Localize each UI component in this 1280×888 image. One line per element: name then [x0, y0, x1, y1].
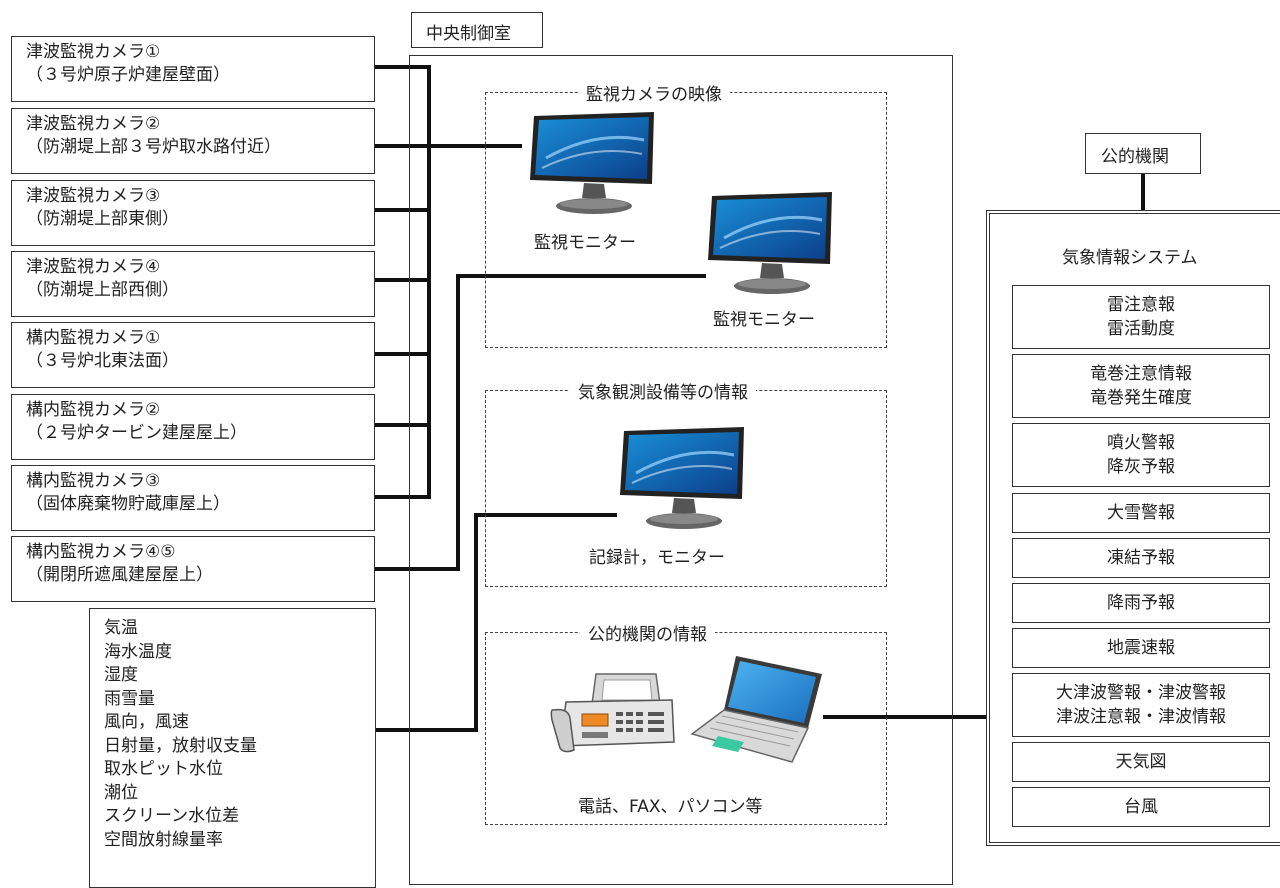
camera-location: （防潮堤上部東側）: [26, 209, 179, 229]
recorder-monitor-label: 記録計，モニター: [589, 548, 725, 568]
agency-title: 公的機関: [1101, 147, 1169, 167]
fax-icon: [550, 673, 675, 753]
weather-item: 風向，風速: [104, 712, 189, 732]
agency-item-line: 津波注意報・津波情報: [1056, 707, 1226, 727]
control-room-title: 中央制御室: [426, 24, 511, 44]
agency-info-item: 地震速報: [1012, 628, 1270, 668]
agency-info-item: 台風: [1012, 787, 1270, 827]
camera-name: 構内監視カメラ③: [26, 471, 161, 491]
agency-item-line: 雷注意報: [1107, 295, 1175, 315]
public-info-title: 公的機関の情報: [580, 620, 715, 645]
camera-box: 構内監視カメラ③ （固体廃棄物貯蔵庫屋上）: [11, 465, 375, 531]
camera-feed-section: 監視カメラの映像: [485, 80, 887, 348]
camera-location: （２号炉タービン建屋屋上）: [26, 423, 247, 443]
weather-system-box: [986, 210, 1280, 846]
weather-item: 雨雪量: [104, 688, 155, 709]
agency-title-box: 公的機関: [1085, 133, 1201, 174]
agency-item-line: 凍結予報: [1107, 548, 1175, 568]
weather-item: 潮位: [104, 782, 138, 803]
camera-location: （固体廃棄物貯蔵庫屋上）: [26, 494, 230, 514]
weather-item: 日射量，放射収支量: [104, 735, 257, 756]
camera-name: 津波監視カメラ①: [26, 42, 161, 62]
agency-item-line: 雷活動度: [1107, 319, 1175, 339]
camera-name: 構内監視カメラ②: [26, 400, 161, 420]
camera-box: 構内監視カメラ① （３号炉北東法面）: [11, 322, 375, 388]
camera-name: 津波監視カメラ②: [26, 114, 161, 134]
agency-item-line: 天気図: [1115, 752, 1167, 772]
monitor-icon: [530, 112, 654, 214]
camera-box: 津波監視カメラ③ （防潮堤上部東側）: [11, 180, 375, 246]
camera-box: 津波監視カメラ② （防潮堤上部３号炉取水路付近）: [11, 108, 375, 174]
agency-info-item: 降雨予報: [1012, 583, 1270, 623]
agency-item-line: 竜巻注意情報: [1090, 364, 1192, 384]
agency-item-line: 降雨予報: [1107, 593, 1175, 613]
agency-info-item: 凍結予報: [1012, 538, 1270, 578]
monitor-label: 監視モニター: [713, 310, 815, 330]
camera-box: 津波監視カメラ① （３号炉原子炉建屋壁面）: [11, 36, 375, 102]
agency-info-item: 大津波警報・津波警報 津波注意報・津波情報: [1012, 673, 1270, 737]
monitor-icon: [708, 192, 832, 294]
camera-name: 構内監視カメラ①: [26, 328, 161, 348]
agency-item-line: 噴火警報: [1107, 433, 1175, 453]
laptop-icon: [690, 656, 822, 763]
agency-item-line: 地震速報: [1107, 638, 1175, 658]
connector-lines: [375, 65, 1145, 732]
public-info-section: 公的機関の情報: [485, 620, 887, 825]
camera-name: 構内監視カメラ④⑤: [26, 542, 176, 562]
agency-item-line: 竜巻発生確度: [1090, 388, 1192, 408]
camera-name: 津波監視カメラ③: [26, 186, 161, 206]
camera-location: （３号炉北東法面）: [26, 351, 179, 371]
weather-item: 空間放射線量率: [104, 829, 223, 850]
agency-item-line: 大雪警報: [1107, 503, 1175, 523]
agency-info-item: 雷注意報 雷活動度: [1012, 285, 1270, 349]
devices-label: 電話、FAX、パソコン等: [578, 797, 763, 817]
monitor-label: 監視モニター: [534, 233, 636, 253]
observation-title: 気象観測設備等の情報: [570, 378, 756, 403]
weather-observation-box: 気温 海水温度 湿度 雨雪量 風向，風速 日射量，放射収支量 取水ピット水位 潮…: [89, 608, 376, 888]
agency-info-item: 大雪警報: [1012, 493, 1270, 533]
monitor-icon: [620, 427, 744, 529]
agency-item-line: 大津波警報・津波警報: [1056, 683, 1226, 703]
camera-location: （開閉所遮風建屋屋上）: [26, 565, 213, 585]
agency-item-line: 降灰予報: [1107, 457, 1175, 477]
camera-location: （防潮堤上部３号炉取水路付近）: [26, 137, 281, 157]
camera-feed-title: 監視カメラの映像: [578, 80, 730, 105]
observation-section: 気象観測設備等の情報: [485, 378, 887, 587]
camera-name: 津波監視カメラ④: [26, 257, 161, 277]
camera-box: 構内監視カメラ② （２号炉タービン建屋屋上）: [11, 394, 375, 460]
weather-item: 気温: [104, 618, 138, 638]
camera-box: 津波監視カメラ④ （防潮堤上部西側）: [11, 251, 375, 317]
weather-item: 海水温度: [104, 641, 172, 662]
control-room-title-box: 中央制御室: [411, 12, 543, 48]
agency-info-item: 竜巻注意情報 竜巻発生確度: [1012, 354, 1270, 418]
agency-info-item: 噴火警報 降灰予報: [1012, 423, 1270, 487]
weather-item: 湿度: [104, 665, 138, 685]
agency-item-line: 台風: [1124, 797, 1158, 817]
camera-location: （防潮堤上部西側）: [26, 280, 179, 300]
camera-box: 構内監視カメラ④⑤ （開閉所遮風建屋屋上）: [11, 536, 375, 602]
agency-info-item: 天気図: [1012, 742, 1270, 782]
camera-location: （３号炉原子炉建屋壁面）: [26, 65, 230, 85]
weather-item: 取水ピット水位: [104, 759, 223, 779]
weather-system-title: 気象情報システム: [1062, 248, 1198, 268]
weather-item: スクリーン水位差: [104, 806, 240, 826]
